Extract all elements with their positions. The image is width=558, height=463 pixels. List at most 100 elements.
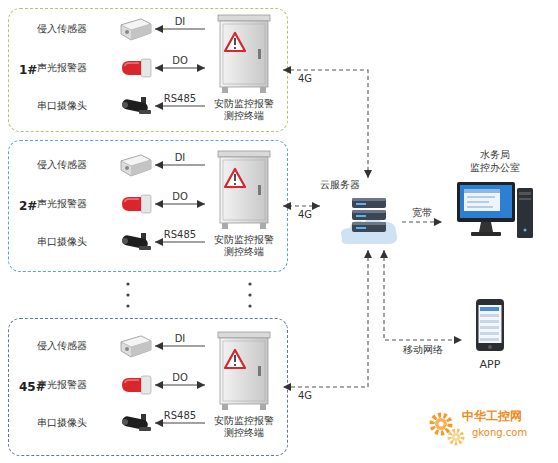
connector [155,384,205,385]
node-text: 串口摄像头 [37,235,87,249]
node-text: 串口摄像头 [37,416,87,430]
text-block: 安防监控报警 测控终端 [205,234,283,258]
cabinet-icon-use [218,15,270,93]
node-text: 声光报警器 [37,378,87,392]
mobile-app: APP [462,298,518,382]
device-icon [119,16,153,42]
text-block: 串口摄像头 [37,235,87,249]
text-block: 串口摄像头 [37,99,87,113]
node-text: 安防监控报警 测控终端 [211,415,277,439]
device-icon-use [122,59,151,77]
device-icon-use [122,376,151,394]
field-device: 串口摄像头 [37,410,155,436]
text-block: 云服务器 [320,178,360,192]
connector [283,70,368,178]
node-text: 云服务器 [320,178,360,192]
edge-label: 4G [298,73,312,84]
edge-label: DI [175,152,186,163]
cabinet-icon [215,330,273,412]
computer-icon-use [457,182,533,238]
connector [384,250,462,340]
terminal-cabinet: 安防监控报警 测控终端 [205,330,283,444]
device-icon [119,231,153,253]
node-text: 串口摄像头 [37,99,87,113]
edge-label: 宽带 [412,206,432,220]
field-device: 侵入传感器 [37,332,155,360]
text-block: 侵入传感器 [37,158,87,172]
connector [283,250,368,387]
phone-icon [475,298,505,352]
device-icon-use [122,195,151,213]
device-icon-use [121,97,151,114]
connector [155,345,205,346]
edge-label: RS485 [164,229,196,240]
device-icon [119,372,153,398]
cabinet-icon-use [218,151,270,229]
phone-icon-use [476,299,504,351]
server-icon [338,192,400,248]
connector [283,205,320,206]
text-block: 安防监控报警 测控终端 [205,415,283,439]
edge-label: DI [175,16,186,27]
connector [155,422,205,423]
node-text: 1# [19,63,37,77]
watermark-text: gkong.com [472,427,527,438]
site-group: 1# 侵入传感器声光报警器串口摄像头 安防监控报警 测控终端 [8,8,288,132]
connector [402,221,442,222]
node-text: 安防监控报警 测控终端 [211,234,277,258]
text-block: 声光报警器 [37,61,87,75]
watermark-gears [432,415,463,444]
field-device: 声光报警器 [37,190,155,218]
device-icon [119,95,153,117]
device-icon-use [121,155,151,176]
text-block: 串口摄像头 [37,416,87,430]
edge-label: DO [172,55,188,66]
site-group: 45#侵入传感器声光报警器串口摄像头安防监控报警 测控终端 [8,318,288,456]
node-text: 声光报警器 [37,197,87,211]
edge-label: 移动网络 [403,343,443,357]
node-text: 声光报警器 [37,61,87,75]
field-device: 侵入传感器 [37,15,155,43]
node-text: 侵入传感器 [37,339,87,353]
monitor-office: 水务局 监控办公室 [442,148,548,252]
node-text: 水务局 监控办公室 [464,148,526,174]
ellipsis-dots [126,282,251,307]
edge-label: RS485 [164,93,196,104]
text-block: 1# [19,63,37,77]
text-block: 侵入传感器 [37,22,87,36]
device-icon [119,412,153,434]
node-text: 侵入传感器 [37,158,87,172]
text-block: 水务局 监控办公室 [442,148,548,174]
device-icon-use [121,414,151,431]
text-block: 侵入传感器 [37,339,87,353]
edge-label: RS485 [164,410,196,421]
cabinet-icon [215,13,273,95]
device-icon-use [121,336,151,357]
edge-label: DO [172,191,188,202]
terminal-cabinet: 安防监控报警 测控终端 [205,149,283,263]
text-block: 2# [19,199,37,213]
device-icon [119,333,153,359]
cloud-server: 云服务器 [320,178,402,250]
edge-label: 4G [298,209,312,220]
text-block: 安防监控报警 测控终端 [205,98,283,122]
connector [155,164,205,165]
connector [155,67,205,68]
field-device: 声光报警器 [37,54,155,82]
edge-label: 4G [298,390,312,401]
device-icon [119,191,153,217]
cabinet-icon-use [218,332,270,410]
text-block: 声光报警器 [37,197,87,211]
node-text: 安防监控报警 测控终端 [211,98,277,122]
device-icon-use [121,19,151,40]
field-device: 串口摄像头 [37,93,155,119]
computer-icon [455,180,535,244]
terminal-cabinet: 安防监控报警 测控终端 [205,13,283,127]
text-block: APP [462,358,518,371]
server-icon-use [341,198,397,244]
node-text: APP [462,358,518,371]
connector [155,241,205,242]
connector [155,105,205,106]
watermark-text: 中华工控网 [462,408,522,425]
